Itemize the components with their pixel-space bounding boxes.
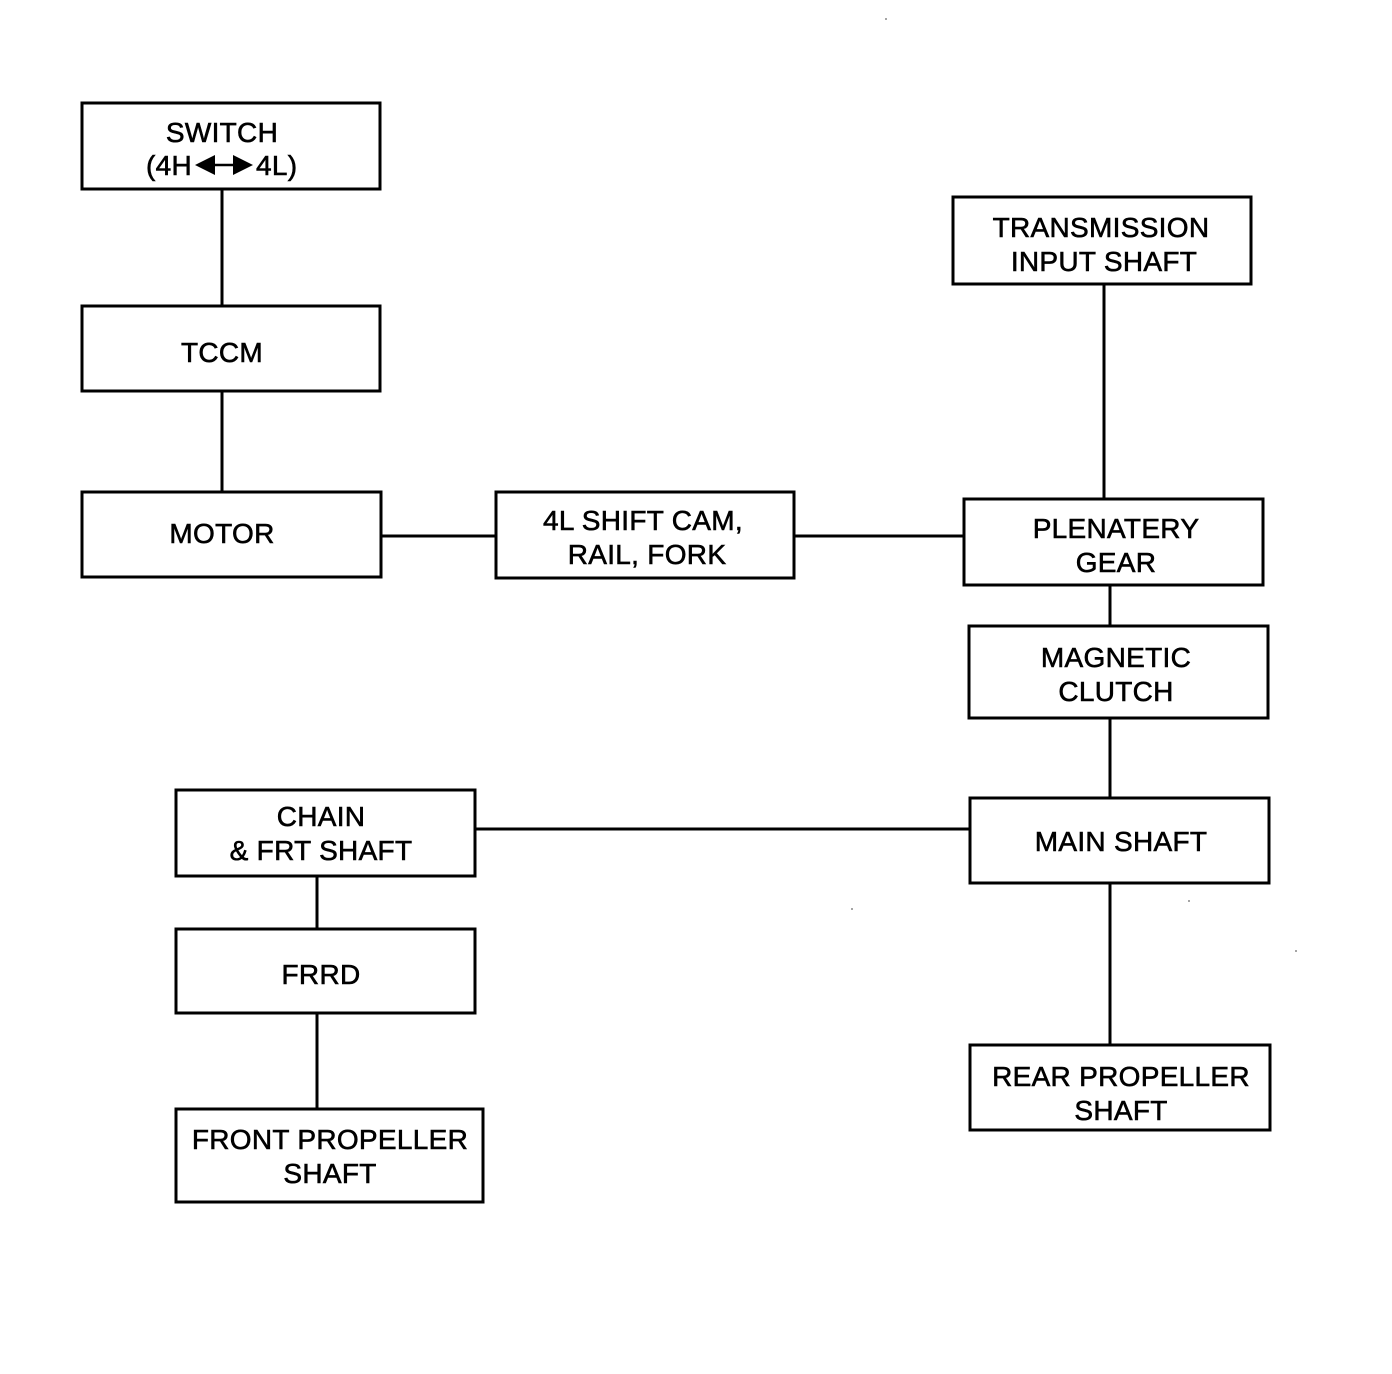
- shift-cam-label-line2: RAIL, FORK: [568, 539, 727, 570]
- motor-box: MOTOR: [80, 490, 383, 579]
- motor-label: MOTOR: [169, 518, 274, 549]
- rear-propeller-label-line2: SHAFT: [1074, 1095, 1167, 1126]
- switch-box: SWITCH (4H 4L): [80, 101, 382, 191]
- main-shaft-box: MAIN SHAFT: [968, 796, 1271, 885]
- magnetic-clutch-label-line2: CLUTCH: [1058, 676, 1173, 707]
- speck: [851, 908, 853, 910]
- chain-frt-shaft-box: CHAIN & FRT SHAFT: [174, 788, 477, 878]
- transmission-input-label-line1: TRANSMISSION: [993, 212, 1210, 243]
- chain-label-line1: CHAIN: [277, 801, 366, 832]
- switch-mode-low-right: 4L): [256, 150, 297, 181]
- speck: [1295, 950, 1297, 952]
- switch-mode-low-left: (4H: [146, 150, 192, 181]
- main-shaft-label: MAIN SHAFT: [1035, 826, 1208, 857]
- frrd-label: FRRD: [282, 959, 361, 990]
- scan-specks: [851, 18, 1297, 952]
- front-propeller-label-line1: FRONT PROPELLER: [192, 1124, 468, 1155]
- connectors: [220, 189, 1112, 1109]
- rear-propeller-shaft-box: REAR PROPELLER SHAFT: [968, 1043, 1272, 1132]
- front-propeller-shaft-box: FRONT PROPELLER SHAFT: [174, 1107, 485, 1204]
- switch-label: SWITCH: [166, 117, 278, 148]
- transmission-input-label-line2: INPUT SHAFT: [1011, 246, 1197, 277]
- planetary-gear-label-line1: PLENATERY: [1033, 513, 1200, 544]
- frrd-box: FRRD: [174, 927, 477, 1015]
- shift-cam-box: 4L SHIFT CAM, RAIL, FORK: [494, 490, 796, 580]
- speck: [885, 18, 887, 20]
- tccm-label: TCCM: [181, 337, 263, 368]
- chain-label-line2: & FRT SHAFT: [230, 835, 413, 866]
- magnetic-clutch-box: MAGNETIC CLUTCH: [967, 624, 1270, 720]
- magnetic-clutch-label-line1: MAGNETIC: [1041, 642, 1191, 673]
- speck: [1188, 900, 1190, 902]
- rear-propeller-label-line1: REAR PROPELLER: [992, 1061, 1250, 1092]
- shift-cam-label-line1: 4L SHIFT CAM,: [543, 505, 743, 536]
- front-propeller-label-line2: SHAFT: [283, 1158, 376, 1189]
- planetary-gear-label-line2: GEAR: [1076, 547, 1157, 578]
- transmission-input-shaft-box: TRANSMISSION INPUT SHAFT: [951, 195, 1253, 286]
- tccm-box: TCCM: [80, 304, 382, 393]
- planetary-gear-box: PLENATERY GEAR: [962, 497, 1265, 587]
